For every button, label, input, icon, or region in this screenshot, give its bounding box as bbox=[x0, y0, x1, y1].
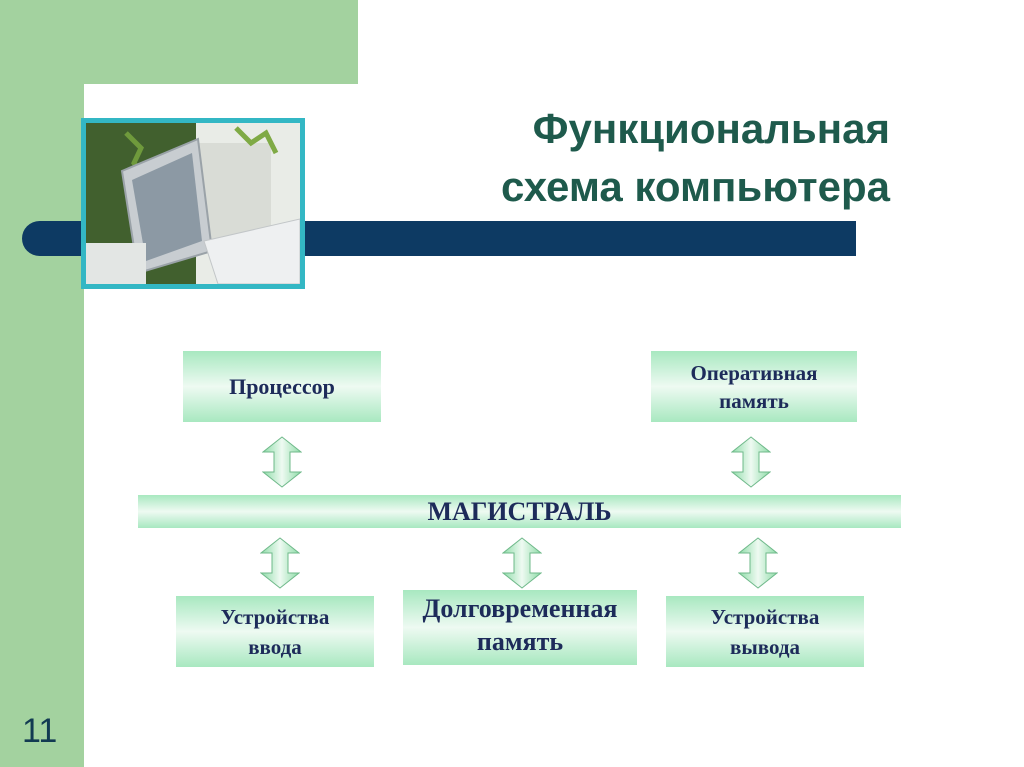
storage-label-line-2: память bbox=[476, 627, 564, 656]
title-line-2: схема компьютера bbox=[500, 163, 890, 210]
computer-photo bbox=[81, 118, 305, 289]
processor-box: Процессор bbox=[183, 351, 381, 422]
ram-box: Оперативная память bbox=[651, 351, 857, 422]
ram-label-line-2: память bbox=[719, 388, 789, 413]
left-green-band bbox=[0, 0, 84, 767]
output-devices-box: Устройства вывода bbox=[666, 596, 864, 667]
storage-bus-arrow-icon bbox=[502, 537, 542, 589]
slide-title: Функциональная схема компьютера bbox=[400, 100, 890, 216]
bus-box: МАГИСТРАЛЬ bbox=[138, 495, 901, 528]
top-green-band bbox=[0, 0, 358, 84]
output-label-line-2: вывода bbox=[730, 634, 800, 659]
input-label-line-1: Устройства bbox=[220, 604, 330, 629]
input-devices-box: Устройства ввода bbox=[176, 596, 374, 667]
output-label-line-1: Устройства bbox=[710, 604, 820, 629]
storage-label-line-1: Долговременная bbox=[422, 594, 618, 623]
processor-label: Процессор bbox=[229, 373, 335, 399]
input-bus-arrow-icon bbox=[260, 537, 300, 589]
storage-box: Долговременная память bbox=[403, 590, 637, 665]
ram-bus-arrow-icon bbox=[731, 436, 771, 488]
computer-photo-image bbox=[86, 123, 300, 284]
ram-label-line-1: Оперативная bbox=[690, 360, 818, 385]
processor-bus-arrow-icon bbox=[262, 436, 302, 488]
title-line-1: Функциональная bbox=[532, 105, 890, 152]
slide-number: 11 bbox=[22, 712, 58, 750]
output-bus-arrow-icon bbox=[738, 537, 778, 589]
bus-label: МАГИСТРАЛЬ bbox=[427, 496, 612, 526]
input-label-line-2: ввода bbox=[248, 634, 302, 659]
